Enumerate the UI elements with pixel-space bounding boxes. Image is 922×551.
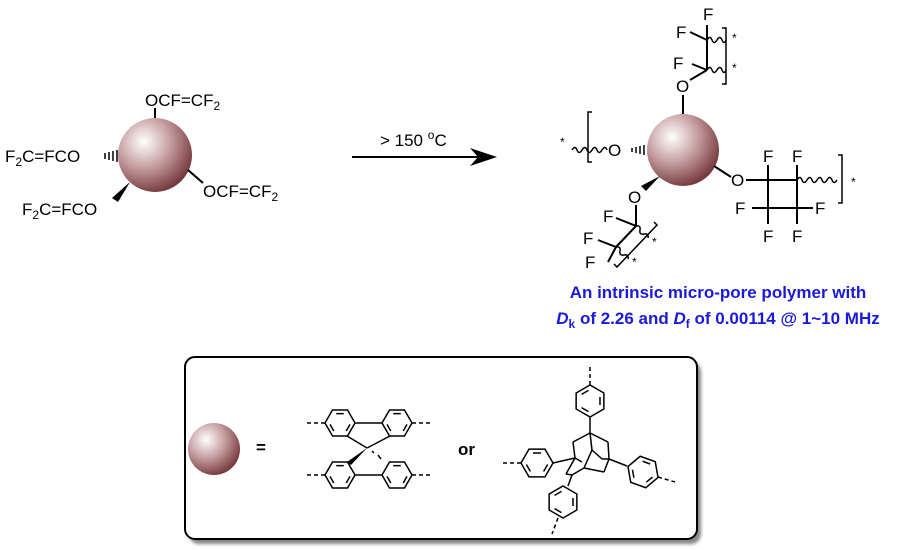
f-label: F	[673, 54, 683, 73]
core-sphere	[188, 423, 240, 475]
aromatic-bond	[542, 464, 549, 472]
wedge-bond	[112, 182, 130, 202]
wedge-bond	[641, 176, 660, 191]
f-label: F	[815, 199, 825, 218]
bond	[377, 454, 382, 460]
bond	[591, 449, 603, 460]
aromatic-bond	[581, 406, 589, 413]
asterisk: *	[652, 235, 657, 249]
oxygen-label: O	[676, 77, 689, 96]
aromatic-bond	[329, 424, 335, 432]
bond	[574, 457, 583, 463]
bond	[589, 432, 593, 451]
asterisk: *	[732, 61, 737, 75]
top-substituent: OCF=CF2	[145, 91, 220, 113]
bond	[572, 441, 576, 459]
aromatic-bond	[645, 476, 653, 483]
aromatic-bond	[581, 389, 589, 396]
f-label: F	[763, 227, 773, 246]
bond	[565, 473, 573, 476]
asterisk: *	[851, 175, 856, 189]
aromatic-bond	[345, 424, 351, 432]
asterisk: *	[560, 135, 565, 149]
aromatic-bond	[554, 490, 562, 497]
asterisk: *	[732, 31, 737, 45]
aromatic-bond	[525, 464, 532, 472]
oxygen-label: O	[628, 188, 641, 207]
benzene-ring	[627, 455, 659, 489]
bond	[565, 457, 576, 475]
equals-sign: =	[256, 438, 266, 457]
wavy-bond	[706, 36, 727, 74]
bond	[583, 449, 593, 469]
bracket	[838, 154, 843, 204]
or-label: or	[458, 440, 475, 459]
aromatic-bond	[386, 424, 392, 432]
bracket	[613, 221, 659, 269]
cyclobutane-ring	[767, 179, 798, 209]
product-polymer: O F F F * * * O O F F F F F F *	[560, 5, 856, 272]
f-label: F	[583, 229, 593, 248]
aromatic-bond	[554, 507, 562, 514]
legend-box: = or	[184, 356, 701, 544]
caption-line-2: Dk of 2.26 and Df of 0.00114 @ 1~10 MHz	[556, 309, 879, 331]
bond	[371, 450, 375, 454]
bond	[603, 458, 610, 473]
f-label: F	[703, 5, 713, 24]
f-label: F	[792, 147, 802, 166]
core-sphere	[118, 118, 192, 192]
bond	[552, 457, 576, 464]
dashed-connection	[551, 517, 559, 535]
bracket	[722, 27, 727, 85]
left-substituent: F2C=FCO	[5, 147, 80, 169]
benzene-ring	[548, 485, 578, 519]
reaction-condition: > 150 oC	[380, 128, 447, 150]
core-sphere	[647, 114, 719, 186]
bracket	[587, 111, 592, 163]
f-label: F	[763, 147, 773, 166]
f-label: F	[585, 253, 595, 272]
bond	[583, 467, 605, 473]
bond	[571, 467, 585, 476]
f-label: F	[792, 227, 802, 246]
bond	[607, 441, 610, 460]
aromatic-bond	[345, 476, 351, 484]
reactant-monomer: OCF=CF2 F2C=FCO OCF=CF2 F2C=FCO	[5, 91, 278, 222]
hashed-bond	[631, 145, 645, 155]
f-label: F	[603, 207, 613, 226]
wavy-bond	[571, 146, 608, 154]
f-label: F	[735, 199, 745, 218]
wavy-bond	[796, 176, 838, 184]
aromatic-bond	[631, 469, 635, 478]
oxygen-label: O	[608, 141, 621, 160]
spirobifluorene-structure	[307, 409, 430, 489]
bond	[572, 432, 591, 443]
aromatic-bond	[402, 476, 408, 484]
right-substituent: OCF=CF2	[203, 182, 278, 204]
bond	[589, 432, 609, 443]
f-label: F	[676, 23, 686, 42]
asterisk: *	[632, 255, 637, 269]
wedge-bond	[347, 448, 367, 465]
aromatic-bond	[642, 460, 651, 465]
hashed-bond	[104, 150, 118, 162]
tetraphenyladamantane-structure	[500, 365, 676, 535]
aromatic-bond	[402, 424, 408, 432]
aromatic-bond	[329, 476, 335, 484]
bond	[608, 458, 628, 467]
aromatic-bond	[386, 476, 392, 484]
bond	[567, 474, 573, 487]
reaction-arrow: > 150 oC	[352, 128, 497, 166]
dashed-connection	[657, 476, 676, 483]
oxygen-label: O	[731, 171, 744, 190]
caption-line-1: An intrinsic micro-pore polymer with	[570, 283, 867, 302]
bond	[366, 435, 391, 449]
bond	[346, 435, 368, 449]
bottom-substituent: F2C=FCO	[22, 200, 97, 222]
